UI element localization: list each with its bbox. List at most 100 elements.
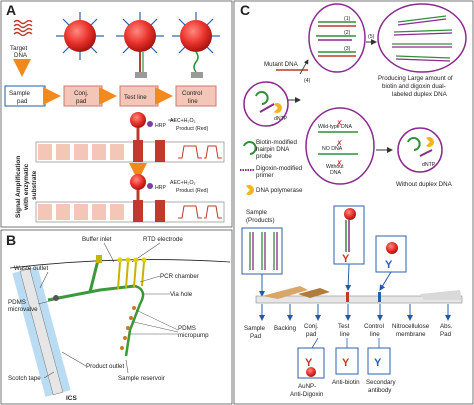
microvalve-label-1: PDMS [8, 299, 26, 306]
micropump [120, 306, 136, 350]
scotch-tape-label: Scotch tape [8, 375, 41, 382]
ics-strip [12, 266, 71, 397]
conj-pad-label-2: pad [76, 98, 87, 105]
hrp-label: HRP [155, 123, 166, 129]
strip-conj-pad-1: Conj. [304, 323, 319, 330]
produce-label-3: labeled duplex DNA [392, 91, 448, 98]
test-line-label: Test line [124, 94, 147, 101]
reaction-label: AEC+H₂O₂ [170, 118, 196, 124]
legend-primer-2: primer [256, 172, 274, 179]
strip-abs-pad-2: Pad [440, 331, 452, 338]
without-label-2: DNA [330, 170, 341, 176]
duplex-strands [392, 15, 453, 62]
control-line-detail-box [375, 235, 407, 273]
aunp-label-2: Anti-Digoxin [290, 391, 324, 398]
aunp-label-1: AuNP- [298, 383, 316, 390]
sample-label-1: Sample [246, 209, 268, 216]
control-line-box [175, 85, 217, 107]
dntp-label: dNTP [274, 116, 288, 122]
svg-text:Y: Y [342, 253, 350, 265]
waste-outlet-label: Waste outlet [14, 265, 48, 272]
anti-biotin-label: Anti-biotin [332, 379, 360, 386]
secondary-label-2: antibody [368, 387, 392, 394]
primer-icon [259, 103, 275, 113]
nanoparticle-probe-2 [116, 12, 164, 78]
product-label-2: Product (Red) [176, 188, 209, 194]
strip-backing: Backing [274, 325, 297, 332]
control-line-label-2: line [188, 98, 198, 105]
strip-nc-1: Nitrocellulose [392, 323, 430, 330]
panel-a: A Target DNA [0, 0, 233, 228]
product-label: Product (Red) [176, 126, 209, 132]
legend-primer-1: Digoxin-modified [256, 165, 303, 172]
sample-reservoir-label: Sample reservoir [118, 375, 165, 382]
panel-c: C (1) (2) (3) (5) Producing Large amount… [233, 0, 474, 405]
step-2-label: (2) [344, 30, 351, 36]
duplex-circle [377, 3, 467, 73]
mutant-dna-label: Mutant DNA [264, 61, 299, 68]
strip-control-line-2: line [370, 331, 380, 338]
arrow-icon [299, 59, 309, 75]
panel-c-letter: C [240, 2, 250, 18]
step-3-label: (3) [344, 46, 351, 52]
legend-hairpin-3: probe [256, 153, 272, 160]
strip-conj-pad-2: pad [306, 331, 317, 338]
step-1-label: (1) [344, 16, 351, 22]
target-dna-label-2: DNA [14, 52, 28, 59]
panel-a-letter: A [6, 2, 16, 18]
ics-label: ICS [66, 395, 78, 402]
buffer-inlet-label: Buffer inlet [82, 236, 112, 243]
side-label-3: substrate [31, 170, 38, 200]
legend-hairpin-2: hairpin DNA [256, 146, 290, 153]
nanoparticle-probe-1 [56, 12, 104, 60]
arrow-icon [345, 263, 352, 291]
wildtype-label: Wild-type DNA [318, 124, 353, 130]
pcr-chamber [47, 255, 147, 357]
hrp-label-2: HRP [155, 185, 166, 191]
without-label-1: Without [326, 164, 344, 170]
polymerase-icon [274, 103, 283, 114]
produce-label-1: Producing Large amount of [378, 75, 453, 82]
amplification-row-2: HRP AEC+H₂O₂ Product (Red) [35, 174, 225, 223]
strip-control-line-1: Control [364, 323, 384, 330]
micropump-label-2: micropump [178, 332, 209, 339]
sample-pad-label-1: Sample [9, 90, 31, 97]
amplification-row-1: HRP AEC+H₂O₂ Product (Red) [35, 112, 225, 163]
step-4-label: (4) [304, 78, 311, 84]
negative-circle [305, 107, 375, 185]
cross-icon: ✗ [336, 159, 343, 168]
panel-b: B Buffer inlet RTD electrode [0, 229, 233, 405]
side-label-2: with enzymatic [23, 163, 30, 211]
strip-abs-pad-1: Abs. [440, 323, 453, 330]
side-label-1: Signal Amplification [15, 156, 22, 218]
reaction-label-2: AEC+H₂O₂ [170, 180, 196, 186]
strip-label-arrows [259, 304, 451, 321]
step-5-label: (5) [368, 34, 375, 40]
dntp-label-2: dNTP [422, 162, 436, 168]
produce-label-2: biotin and digoxin dual- [382, 83, 446, 90]
svg-text:Y: Y [374, 357, 382, 369]
strip-test-line-1: Test [338, 323, 350, 330]
side-label: Signal Amplification with enzymatic subs… [15, 156, 38, 218]
strip-test-line-2: line [340, 331, 350, 338]
cross-icon: ✗ [336, 139, 343, 148]
lateral-flow-strip [255, 286, 463, 304]
reaction-circle-top [308, 3, 366, 73]
control-line-label-1: Control [182, 90, 202, 97]
nanoparticle-probe-3 [172, 12, 220, 78]
conj-pad-label-1: Conj. [74, 90, 89, 97]
initial-circle [243, 81, 289, 127]
no-dna-label: NO DNA [322, 146, 343, 152]
strip-nc-2: membrane [396, 331, 426, 338]
micropump-label-1: PDMS [178, 325, 196, 332]
legend-polymerase-icon [246, 185, 254, 195]
svg-text:Y: Y [342, 357, 350, 369]
legend-polymerase: DNA polymerase [256, 187, 303, 194]
legend-hairpin-1: Biotin-modified [256, 139, 297, 146]
target-dna-icon [13, 19, 33, 37]
via-hole-label: Via hole [170, 291, 193, 298]
hairpin-icon [255, 91, 269, 105]
svg-text:Y: Y [305, 357, 313, 369]
without-duplex-label: Without duplex DNA [396, 181, 453, 188]
